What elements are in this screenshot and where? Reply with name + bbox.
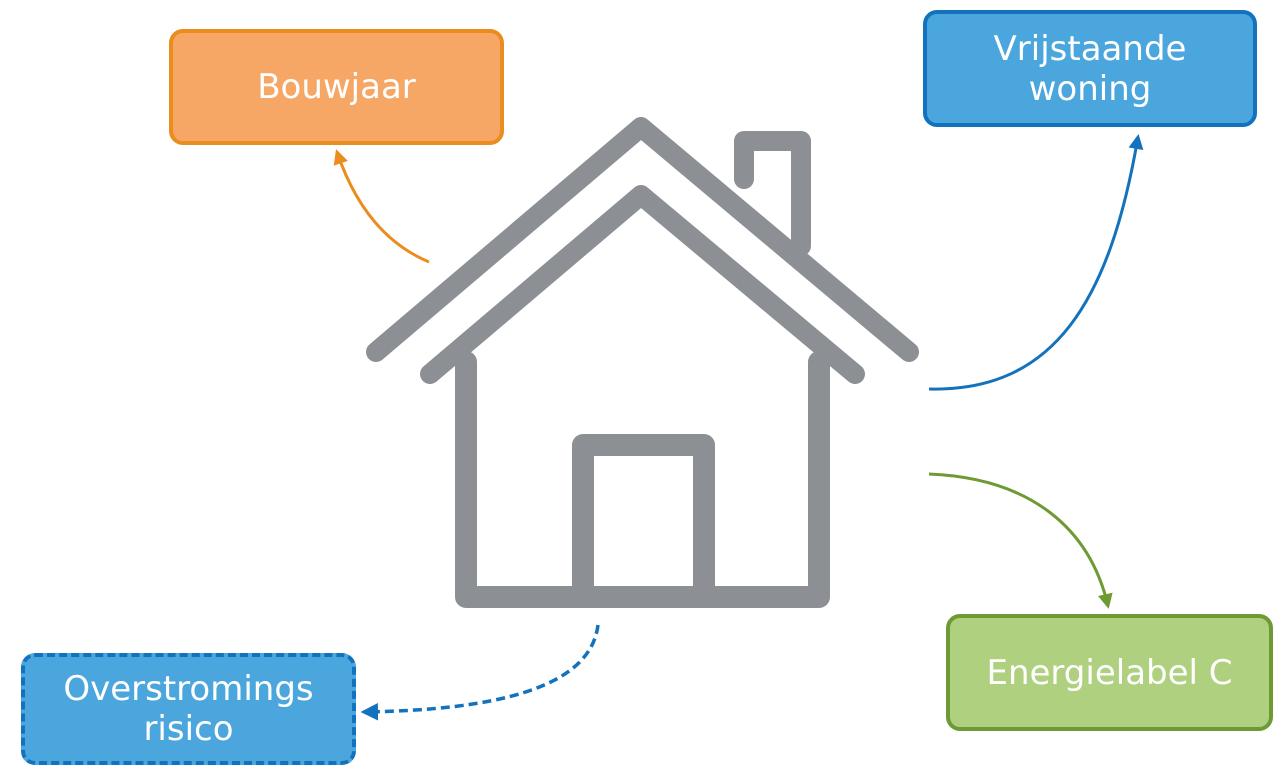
arrow-to-bouwjaar: [333, 149, 430, 264]
arrow-to-overstromingsrisico: [360, 624, 600, 721]
bouwjaar-box: Bouwjaar: [169, 29, 504, 145]
house-walls: [455, 351, 830, 608]
energielabel-box: Energielabel C: [946, 614, 1273, 731]
vrijstaande-woning-label-line2: woning: [1028, 68, 1152, 109]
house-icon: [366, 117, 919, 608]
overstromingsrisico-label-line1: Overstromings: [63, 669, 314, 709]
vrijstaande-woning-box: Vrijstaande woning: [923, 10, 1257, 127]
arrow-to-vrijstaande-woning: [928, 134, 1144, 391]
door-icon: [572, 434, 715, 603]
overstromingsrisico-box: Overstromings risico: [21, 653, 356, 765]
overstromingsrisico-label-line2: risico: [143, 709, 234, 749]
bouwjaar-label: Bouwjaar: [257, 67, 416, 107]
inner-roof-line: [420, 185, 865, 384]
arrow-to-energielabel: [928, 472, 1113, 609]
chimney-icon: [734, 131, 811, 256]
outer-roof-line: [366, 117, 919, 362]
energielabel-label: Energielabel C: [986, 652, 1233, 693]
vrijstaande-woning-label-line1: Vrijstaande: [993, 28, 1187, 69]
